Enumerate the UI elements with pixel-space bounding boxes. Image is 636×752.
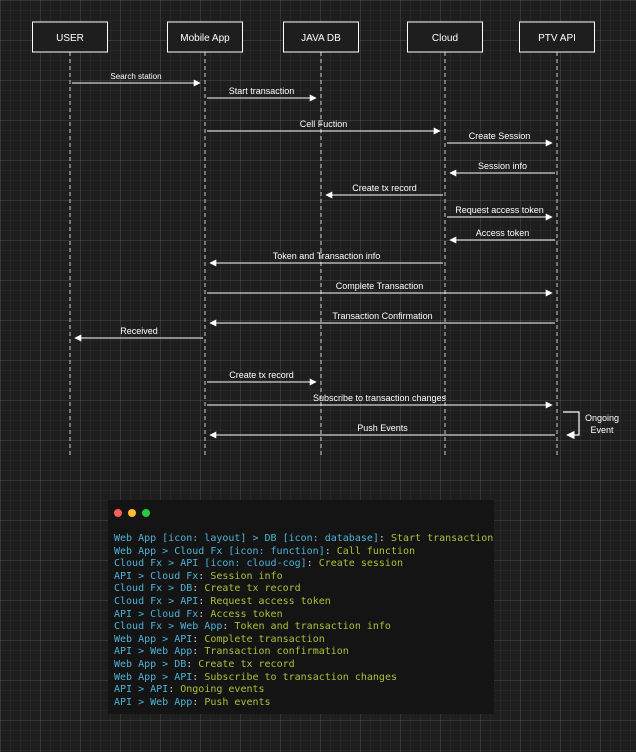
message-label-2: Cell Fuction xyxy=(300,119,348,129)
code-line: Web App > Cloud Fx [icon: function]: Cal… xyxy=(114,546,493,559)
code-line: Cloud Fx > Web App: Token and transactio… xyxy=(114,621,493,634)
participant-box-ptv[interactable] xyxy=(519,21,595,53)
code-entity: API > Cloud Fx xyxy=(114,608,199,620)
code-message: Access token xyxy=(210,608,283,620)
code-message: Push events xyxy=(204,696,271,708)
message-label-6: Request access token xyxy=(455,205,544,215)
code-line: Web App > API: Subscribe to transaction … xyxy=(114,672,493,685)
message-label-9: Complete Transaction xyxy=(336,281,424,291)
code-message: Complete transaction xyxy=(204,633,325,645)
code-line: Cloud Fx > API [icon: cloud-cog]: Create… xyxy=(114,558,493,571)
code-message: Token and transaction info xyxy=(234,621,391,633)
message-label-14: Push Events xyxy=(357,423,408,433)
self-loop-label-line2: Event xyxy=(590,425,614,435)
code-entity: Cloud Fx > API xyxy=(114,595,199,607)
message-label-7: Access token xyxy=(476,228,530,238)
code-line: API > Cloud Fx: Session info xyxy=(114,571,493,584)
participant-label-ptv: PTV API xyxy=(538,33,576,44)
code-line: Web App > API: Complete transaction xyxy=(114,634,493,647)
self-loop-arrow[interactable] xyxy=(563,411,580,440)
code-entity: Cloud Fx > API [icon: cloud-cog] xyxy=(114,558,307,570)
code-colon: : xyxy=(198,608,211,620)
minimize-dot-icon xyxy=(128,509,136,517)
code-line: Web App [icon: layout] > DB [icon: datab… xyxy=(114,533,493,546)
sequence-diagram: USER Mobile App JAVA DB Cloud PTV API Search … xyxy=(32,21,619,456)
code-panel: Web App [icon: layout] > DB [icon: datab… xyxy=(108,500,494,714)
participant-label-db: JAVA DB xyxy=(301,33,341,44)
code-colon: : xyxy=(324,545,337,557)
code-colon: : xyxy=(192,646,205,658)
code-entity: Web App > API xyxy=(114,671,193,683)
code-message: Start transaction xyxy=(390,533,494,544)
code-entity: Web App > API xyxy=(114,633,193,645)
code-colon: : xyxy=(222,621,235,633)
code-message: Ongoing events xyxy=(180,684,265,696)
code-message: Transaction confirmation xyxy=(204,646,349,658)
message-label-1: Start transaction xyxy=(229,86,295,96)
participant-box-cloud[interactable] xyxy=(407,21,483,53)
code-message: Subscribe to transaction changes xyxy=(204,671,397,683)
participant-label-user: USER xyxy=(56,33,84,44)
code-message: Session info xyxy=(210,570,283,582)
participant-box-user[interactable] xyxy=(32,21,108,53)
code-line: API > Cloud Fx: Access token xyxy=(114,609,493,622)
maximize-dot-icon xyxy=(142,509,150,517)
participant-label-cloud: Cloud xyxy=(432,33,458,44)
code-line: API > API: Ongoing events xyxy=(114,684,493,697)
code-colon: : xyxy=(192,583,205,595)
self-loop-label-line1: Ongoing xyxy=(585,413,619,423)
code-line: API > Web App: Push events xyxy=(114,697,493,710)
code-entity: API > Cloud Fx xyxy=(114,570,199,582)
message-label-10: Transaction Confirmation xyxy=(332,311,432,321)
message-label-11: Received xyxy=(120,326,158,336)
code-entity: Web App [icon: layout] > DB [icon: datab… xyxy=(114,533,379,544)
code-entity: Web App > DB xyxy=(114,658,187,670)
message-label-12: Create tx record xyxy=(229,370,294,380)
code-colon: : xyxy=(192,633,205,645)
window-dots xyxy=(114,509,150,517)
participant-label-app: Mobile App xyxy=(180,33,230,44)
message-label-8: Token and Transaction info xyxy=(273,251,381,261)
code-colon: : xyxy=(198,570,211,582)
code-colon: : xyxy=(198,595,211,607)
code-line: Cloud Fx > API: Request access token xyxy=(114,596,493,609)
message-label-0: Search station xyxy=(110,72,161,81)
code-message: Request access token xyxy=(210,595,331,607)
code-entity: Web App > Cloud Fx [icon: function] xyxy=(114,545,325,557)
code-line: API > Web App: Transaction confirmation xyxy=(114,646,493,659)
code-entity: API > API xyxy=(114,684,169,696)
code-colon: : xyxy=(186,658,199,670)
code-message: Create session xyxy=(318,558,403,570)
code-line: Web App > DB: Create tx record xyxy=(114,659,493,672)
close-dot-icon xyxy=(114,509,122,517)
participant-box-db[interactable] xyxy=(283,21,359,53)
message-label-3: Create Session xyxy=(469,131,531,141)
message-label-5: Create tx record xyxy=(352,183,417,193)
code-colon: : xyxy=(192,696,205,708)
code-entity: API > Web App xyxy=(114,696,193,708)
code-message: Call function xyxy=(336,545,416,557)
message-label-4: Session info xyxy=(478,161,527,171)
code-entity: Cloud Fx > Web App xyxy=(114,621,223,633)
code-message: Create tx record xyxy=(198,658,295,670)
code-colon: : xyxy=(192,671,205,683)
code-line: Cloud Fx > DB: Create tx record xyxy=(114,583,493,596)
code-colon: : xyxy=(168,684,181,696)
message-label-13: Subscribe to transaction changes xyxy=(313,393,447,403)
code-colon: : xyxy=(306,558,319,570)
code-entity: Cloud Fx > DB xyxy=(114,583,193,595)
code-colon: : xyxy=(378,533,391,544)
code-message: Create tx record xyxy=(204,583,301,595)
code-entity: API > Web App xyxy=(114,646,193,658)
participant-box-app[interactable] xyxy=(167,21,243,53)
code-lines: Web App [icon: layout] > DB [icon: datab… xyxy=(114,533,493,709)
